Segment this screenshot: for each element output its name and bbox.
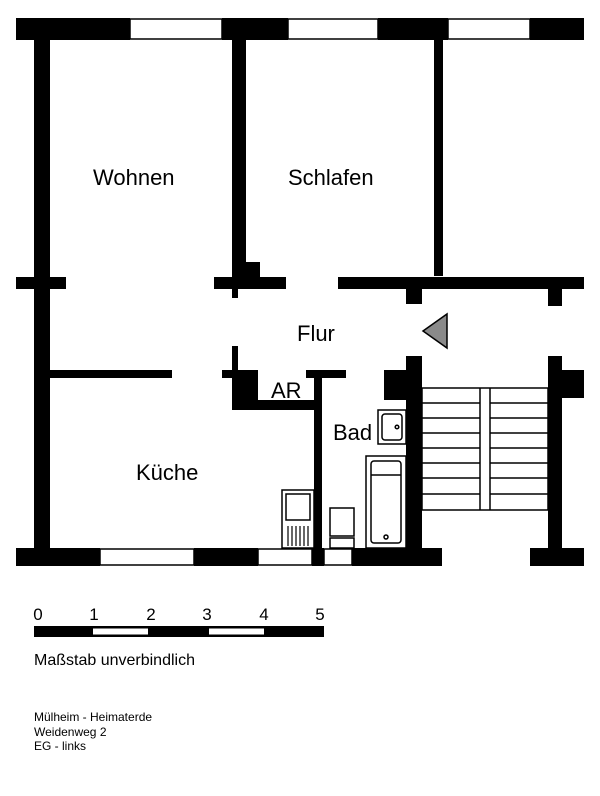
scale-caption: Maßstab unverbindlich <box>34 652 195 669</box>
toilet-icon <box>329 507 355 549</box>
sink-icon <box>377 409 407 445</box>
entrance-triangle-icon <box>421 312 448 350</box>
top-windows <box>129 18 531 40</box>
bottom-windows <box>99 548 353 566</box>
window <box>287 18 379 40</box>
scale-tick-label: 1 <box>89 605 98 624</box>
window <box>129 18 223 40</box>
address-line-city: Mülheim - Heimaterde <box>34 710 153 724</box>
room-label-schlafen: Schlafen <box>288 165 374 190</box>
scale-tick-label: 3 <box>202 605 211 624</box>
address-line-street: Weidenweg 2 <box>34 724 107 739</box>
scale-tick-label: 5 <box>315 605 324 624</box>
bathtub-icon <box>365 455 407 549</box>
scale-bar: 0 1 2 3 4 5 <box>33 605 325 637</box>
address-block: Mülheim - Heimaterde Weidenweg 2 EG - li… <box>34 710 152 754</box>
window <box>257 548 313 566</box>
stove-icon <box>281 489 315 549</box>
scale-tick-label: 0 <box>33 605 42 624</box>
walls <box>16 38 584 566</box>
room-label-bad: Bad <box>333 420 372 445</box>
window <box>99 548 195 566</box>
room-label-flur: Flur <box>297 321 335 346</box>
room-label-ar: AR <box>271 378 302 403</box>
staircase-icon <box>421 387 549 511</box>
address-line-unit: EG - links <box>34 739 87 753</box>
bottom-wall <box>16 548 584 566</box>
room-label-kueche: Küche <box>136 460 198 485</box>
room-label-wohnen: Wohnen <box>93 165 175 190</box>
scale-tick-label: 4 <box>259 605 268 624</box>
window <box>447 18 531 40</box>
top-wall <box>16 18 584 40</box>
window <box>323 548 353 566</box>
scale-tick-label: 2 <box>146 605 155 624</box>
